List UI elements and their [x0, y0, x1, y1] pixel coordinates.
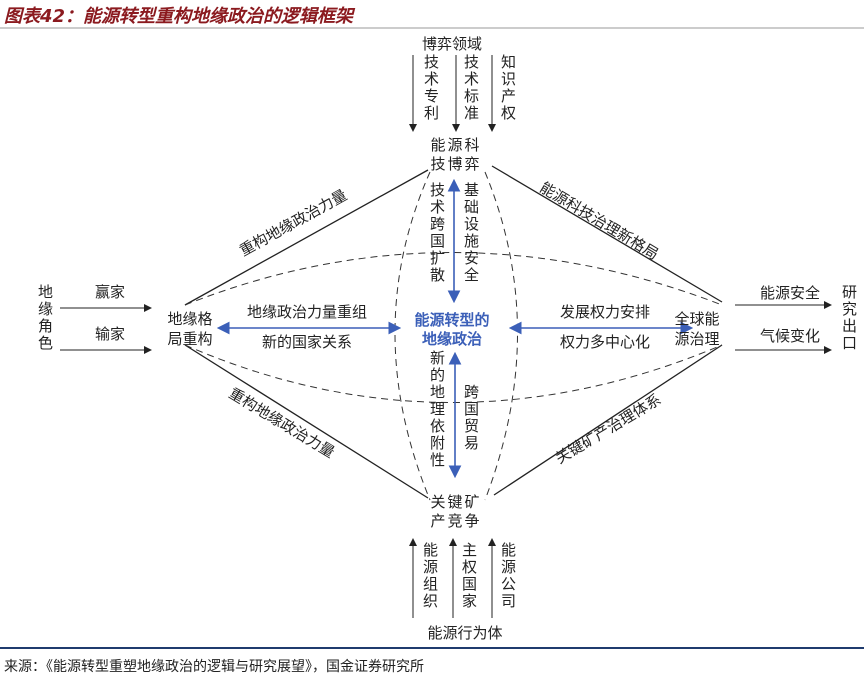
node-minerals-1: 关键矿 [430, 493, 482, 511]
node-geo-restructure-2: 局重构 [167, 330, 213, 348]
ellipse-vertical-right [484, 171, 518, 501]
node-minerals-2: 产竞争 [430, 512, 482, 530]
new-relations-label: 新的国家关系 [261, 333, 353, 351]
center-title-1: 能源转型的 [414, 311, 490, 329]
node-global-governance-2: 源治理 [674, 330, 720, 348]
edge-top-right [491, 165, 723, 303]
figure-title: 图表42：能源转型重构地缘政治的逻辑框架 [4, 6, 354, 27]
center-title-2: 地缘政治 [421, 330, 483, 348]
edge-bottom-left [184, 344, 429, 499]
power-realign-label: 地缘政治力量重组 [246, 303, 368, 321]
tech-standard-label: 技术标准 [462, 54, 480, 122]
tech-patent-label: 技术专利 [422, 54, 440, 122]
node-tech-game-2: 技博弈 [430, 155, 482, 173]
climate-change-label: 气候变化 [759, 327, 821, 345]
energy-company-label: 能源公司 [499, 542, 517, 610]
geo-role-label: 地缘角色 [36, 284, 54, 352]
loser-label: 输家 [94, 325, 126, 343]
infra-security-label: 基础设施安全 [462, 182, 480, 284]
sovereign-state-label: 主权国家 [460, 542, 478, 610]
research-output-label: 研究出口 [840, 284, 858, 352]
energy-actors-label: 能源行为体 [427, 624, 503, 642]
power-arrangement-label: 发展权力安排 [559, 303, 651, 321]
geo-dependency-label: 新的地理依附性 [428, 350, 446, 469]
winner-label: 赢家 [94, 283, 126, 301]
edge-bottom-right [493, 344, 723, 496]
trade-label: 跨国贸易 [462, 384, 480, 452]
ellipse-horizontal-bottom [184, 344, 723, 403]
game-domain-label: 博弈领域 [421, 35, 483, 53]
edge-top-left [184, 169, 429, 306]
polycentric-label: 权力多中心化 [559, 333, 651, 351]
ip-label: 知识产权 [499, 54, 517, 122]
ellipse-vertical-left [394, 171, 431, 501]
node-global-governance-1: 全球能 [674, 310, 720, 328]
node-tech-game-1: 能源科 [430, 136, 482, 154]
node-geo-restructure-1: 地缘格 [167, 310, 213, 328]
energy-security-label: 能源安全 [759, 284, 821, 302]
tech-diffusion-label: 技术跨国扩散 [428, 182, 446, 284]
source-note: 来源：《能源转型重塑地缘政治的逻辑与研究展望》，国金证券研究所 [4, 659, 424, 675]
ellipse-horizontal-top [184, 252, 723, 306]
energy-org-label: 能源组织 [421, 542, 439, 610]
